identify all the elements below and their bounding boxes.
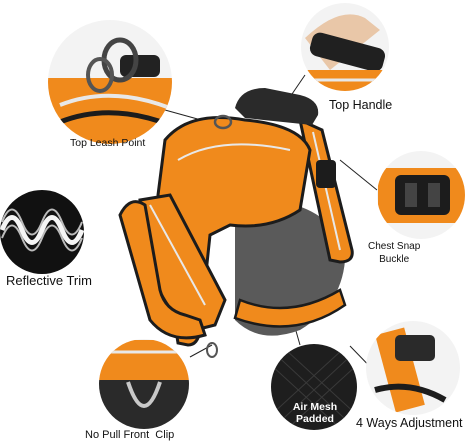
label-chest-snap-buckle: Chest Snap Buckle xyxy=(368,240,420,266)
label-chest-snap-line1: Chest Snap xyxy=(368,241,421,252)
callout-4-ways-adjustment xyxy=(366,321,460,415)
label-top-handle: Top Handle xyxy=(329,98,393,112)
callout-reflective-trim xyxy=(0,190,84,274)
callout-chest-snap-buckle xyxy=(377,151,465,239)
callout-top-handle xyxy=(301,3,389,91)
label-reflective-trim: Reflective Trim xyxy=(6,273,92,288)
callout-no-pull-front-clip xyxy=(99,339,189,429)
callout-air-mesh-padded xyxy=(271,344,357,430)
label-air-mesh-line2: Padded xyxy=(296,413,334,425)
label-top-leash-point: Top Leash Point xyxy=(70,137,146,149)
callout-top-leash-point xyxy=(48,20,172,144)
label-4-ways-adjustment: 4 Ways Adjustment xyxy=(356,416,463,430)
label-air-mesh-line1: Air Mesh xyxy=(292,401,338,413)
label-no-pull-front-clip: No Pull Front Clip xyxy=(85,429,175,441)
harness-body xyxy=(118,88,354,358)
label-chest-snap-line2: Buckle xyxy=(379,254,410,265)
label-air-mesh-padded: Air Mesh Padded xyxy=(280,401,350,425)
